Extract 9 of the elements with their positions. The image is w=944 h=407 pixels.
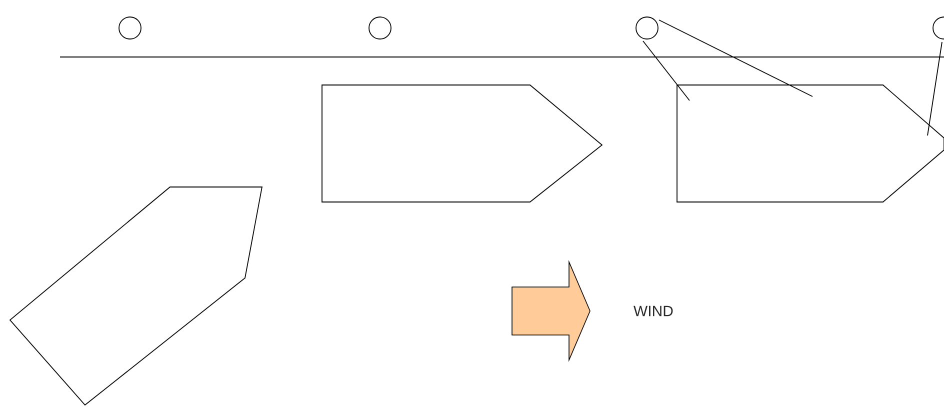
bollard-circle	[368, 16, 392, 40]
mooring-line	[642, 40, 690, 101]
bollard-circle	[636, 16, 658, 40]
boat-shape	[676, 84, 944, 202]
bollard-circle	[118, 16, 142, 40]
mooring-line	[658, 20, 813, 97]
boat-shape	[322, 84, 603, 202]
mooring-line	[927, 42, 942, 136]
wind-label: WIND	[634, 306, 673, 316]
